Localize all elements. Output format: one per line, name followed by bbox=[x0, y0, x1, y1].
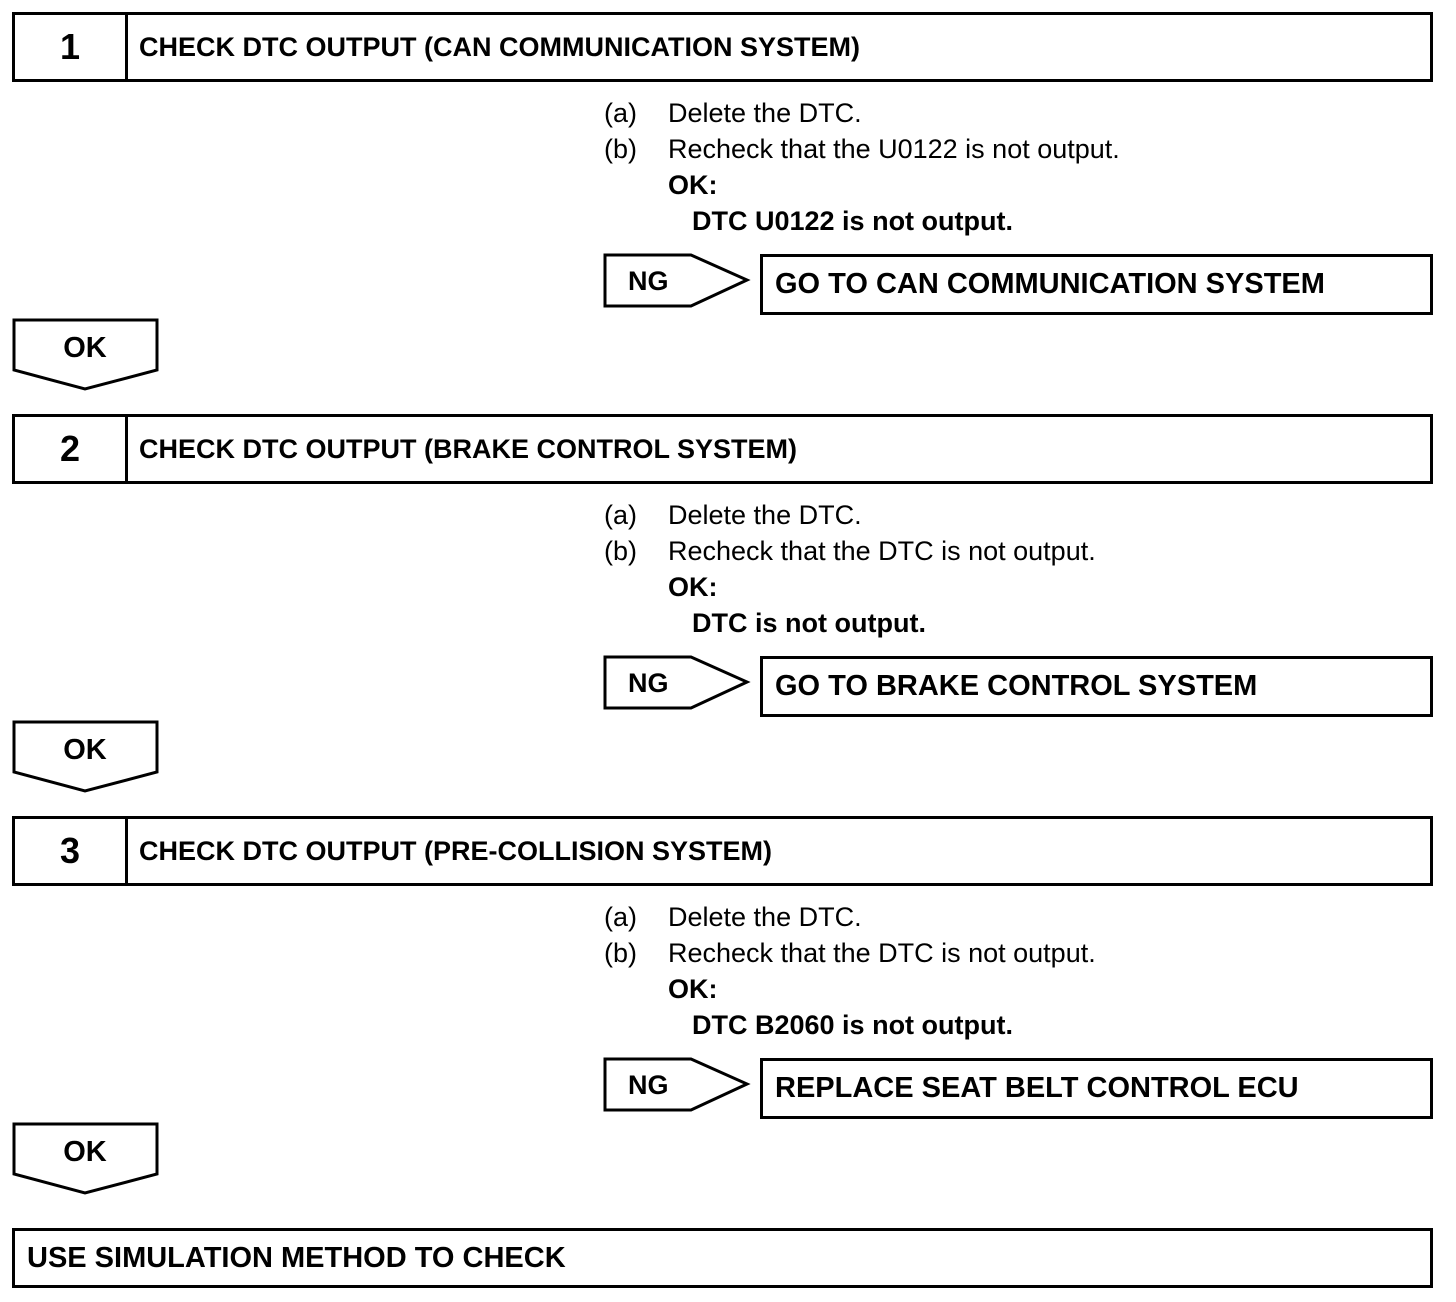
ok-criteria-label: OK: bbox=[668, 572, 718, 602]
instruction-label: (a) bbox=[604, 902, 637, 932]
ng-arrow bbox=[603, 253, 751, 308]
ok-condition: DTC is not output. bbox=[692, 608, 926, 638]
step-2-box: 2 CHECK DTC OUTPUT (BRAKE CONTROL SYSTEM… bbox=[12, 414, 1433, 484]
ok-criteria-label: OK: bbox=[668, 170, 718, 200]
instruction-text: Delete the DTC. bbox=[668, 98, 862, 128]
ok-label: OK bbox=[63, 1135, 107, 1168]
ng-arrow bbox=[603, 1057, 751, 1112]
ng-result-box: GO TO CAN COMMUNICATION SYSTEM bbox=[760, 254, 1433, 315]
ok-arrow bbox=[12, 318, 159, 391]
instruction-text: Delete the DTC. bbox=[668, 902, 862, 932]
step-number: 1 bbox=[15, 15, 128, 79]
ng-label: NG bbox=[628, 265, 669, 296]
step-1-box: 1 CHECK DTC OUTPUT (CAN COMMUNICATION SY… bbox=[12, 12, 1433, 82]
instruction-text: Recheck that the DTC is not output. bbox=[668, 536, 1096, 566]
instruction-label: (a) bbox=[604, 98, 637, 128]
step-2-instructions: (a) Delete the DTC. (b) Recheck that the D… bbox=[604, 497, 1096, 641]
step-3-instructions: (a) Delete the DTC. (b) Recheck that the D… bbox=[604, 899, 1096, 1043]
instruction-label: (b) bbox=[604, 134, 637, 164]
ok-arrow bbox=[12, 1122, 159, 1195]
instruction-text: Recheck that the U0122 is not output. bbox=[668, 134, 1120, 164]
ng-result-box: GO TO BRAKE CONTROL SYSTEM bbox=[760, 656, 1433, 717]
final-action-box: USE SIMULATION METHOD TO CHECK bbox=[12, 1228, 1433, 1288]
instruction-text: Recheck that the DTC is not output. bbox=[668, 938, 1096, 968]
step-title: CHECK DTC OUTPUT (CAN COMMUNICATION SYST… bbox=[139, 31, 860, 62]
ng-label: NG bbox=[628, 667, 669, 698]
step-title: CHECK DTC OUTPUT (BRAKE CONTROL SYSTEM) bbox=[139, 433, 797, 464]
instruction-label: (a) bbox=[604, 500, 637, 530]
ok-condition: DTC U0122 is not output. bbox=[692, 206, 1014, 236]
ok-label: OK bbox=[63, 331, 107, 364]
instruction-text: Delete the DTC. bbox=[668, 500, 862, 530]
ok-label: OK bbox=[63, 733, 107, 766]
ok-condition: DTC B2060 is not output. bbox=[692, 1010, 1014, 1040]
step-number: 3 bbox=[15, 819, 128, 883]
step-3-box: 3 CHECK DTC OUTPUT (PRE-COLLISION SYSTEM… bbox=[12, 816, 1433, 886]
ng-arrow bbox=[603, 655, 751, 710]
step-number: 2 bbox=[15, 417, 128, 481]
ng-label: NG bbox=[628, 1069, 669, 1100]
ok-arrow bbox=[12, 720, 159, 793]
ok-criteria-label: OK: bbox=[668, 974, 718, 1004]
ng-result-box: REPLACE SEAT BELT CONTROL ECU bbox=[760, 1058, 1433, 1119]
step-1-instructions: (a) Delete the DTC. (b) Recheck that the U… bbox=[604, 95, 1120, 239]
instruction-label: (b) bbox=[604, 938, 637, 968]
instruction-label: (b) bbox=[604, 536, 637, 566]
step-title: CHECK DTC OUTPUT (PRE-COLLISION SYSTEM) bbox=[139, 835, 772, 866]
